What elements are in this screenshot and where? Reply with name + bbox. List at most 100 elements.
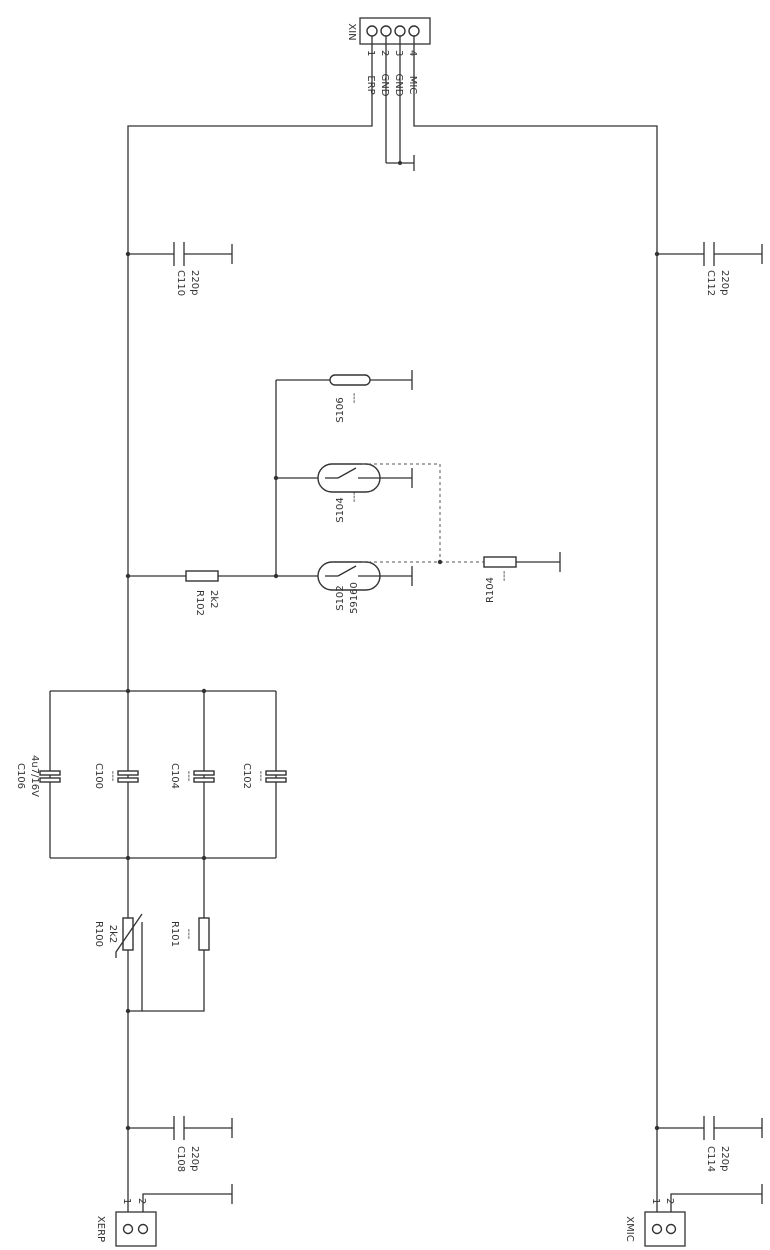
thermistor-slash	[115, 913, 143, 958]
xin-pin-3	[394, 25, 406, 37]
lead	[142, 950, 205, 1012]
xmic-ref: XMIC	[624, 1216, 635, 1241]
contact-arm	[337, 467, 357, 479]
r101-value: ---	[183, 929, 194, 940]
capacitor-c102: C102 ---	[241, 763, 287, 789]
c108-value: 220p	[189, 1146, 200, 1171]
s102-ref: S102	[335, 585, 346, 610]
xin-pin-num-1: 1	[365, 50, 376, 56]
gnd-wire	[142, 1193, 232, 1212]
xin-pin-4	[408, 25, 420, 37]
c108-ref: C108	[175, 1146, 186, 1172]
xmic-body	[644, 1211, 686, 1247]
switch-body	[329, 374, 371, 386]
c104-ref: C104	[169, 763, 180, 789]
xin-signal-3: GND	[393, 74, 404, 97]
erp-wire	[127, 36, 373, 1212]
c104-value: ---	[183, 771, 194, 782]
resistor-body	[483, 556, 517, 568]
contact-arm	[337, 565, 357, 577]
capacitor-c114: C114 220p	[657, 1116, 763, 1172]
resistor-r104: --- R104	[483, 552, 561, 603]
switch-s104: --- S104	[276, 463, 441, 562]
plate	[39, 777, 61, 783]
xin-pin-num-3: 3	[393, 50, 404, 56]
c106-ref: C106	[15, 763, 26, 789]
junction-dot	[201, 688, 207, 694]
xmic-pin-num-1: 1	[650, 1198, 661, 1204]
xin-pin-num-2: 2	[379, 50, 390, 56]
plate	[193, 770, 215, 776]
mic-wire	[413, 36, 658, 1212]
xin-wires	[127, 36, 658, 1212]
resistor-r101: R101 ---	[142, 917, 210, 1012]
mechanical-link	[362, 463, 441, 562]
xmic-pin-num-2: 2	[664, 1198, 675, 1204]
c102-value: ---	[255, 771, 266, 782]
s104-value: ---	[349, 491, 360, 502]
capacitor-bank: C106 4u7/16V C100 --- C104 --- C102 ---	[15, 688, 287, 918]
capacitor-c104: C104 ---	[169, 763, 215, 789]
c100-ref: C100	[93, 763, 104, 789]
plate	[39, 770, 61, 776]
junction-dot	[437, 559, 443, 565]
plate	[193, 777, 215, 783]
xerp-body	[115, 1211, 157, 1247]
c112-value: 220p	[719, 270, 730, 295]
xin-body	[359, 17, 431, 45]
plate	[117, 770, 139, 776]
xin-pin-2	[380, 25, 392, 37]
s106-ref: S106	[335, 397, 346, 422]
switch-s106: --- S106	[276, 370, 413, 423]
c100-value: ---	[107, 771, 118, 782]
r100-value: 2k2	[107, 925, 118, 944]
connector-xin: XIN 1 2 3 4 ERP GND GND MIC	[346, 17, 431, 97]
junction-dot	[398, 161, 402, 165]
r100-ref: R100	[93, 921, 104, 947]
resistor-body	[185, 570, 219, 582]
c102-ref: C102	[241, 763, 252, 789]
s104-ref: S104	[335, 497, 346, 522]
capacitor-c112: C112 220p	[657, 242, 763, 296]
capacitor-c106: C106 4u7/16V	[15, 755, 61, 797]
resistor-r102: R102 2k2	[128, 570, 276, 616]
r104-value: ---	[499, 570, 510, 581]
r102-ref: R102	[194, 590, 205, 616]
capacitor-c100: C100 ---	[93, 763, 139, 789]
c114-value: 220p	[719, 1146, 730, 1171]
r101-ref: R101	[169, 921, 180, 947]
capacitor-c108: C108 220p	[128, 1116, 233, 1172]
xmic-pin-1	[651, 1223, 663, 1235]
resistor-body	[198, 917, 210, 951]
xin-ref: XIN	[346, 23, 357, 40]
plate	[265, 770, 287, 776]
xmic-pin-2	[665, 1223, 677, 1235]
connector-xmic: 1 2 XMIC	[624, 1184, 763, 1247]
xerp-pin-num-1: 1	[121, 1198, 132, 1204]
xerp-pin-num-2: 2	[136, 1198, 147, 1204]
xerp-pin-1	[122, 1223, 134, 1235]
c110-ref: C110	[175, 270, 186, 296]
plate	[265, 777, 287, 783]
switch-s102: 59160 S102	[276, 559, 484, 614]
xin-signal-2: GND	[379, 74, 390, 97]
gnd-wire	[670, 1193, 762, 1212]
xin-signal-1: ERP	[365, 75, 376, 94]
xin-pin-1	[366, 25, 378, 37]
xerp-pin-2	[137, 1223, 149, 1235]
xin-pin-num-4: 4	[407, 50, 418, 56]
plate	[117, 777, 139, 783]
xin-signal-4: MIC	[407, 76, 418, 95]
s106-value: ---	[349, 392, 360, 403]
switch-rail	[273, 380, 279, 579]
xerp-ref: XERP	[95, 1216, 106, 1242]
c110-value: 220p	[189, 270, 200, 295]
resistor-r100: R100 2k2	[93, 913, 143, 1012]
s102-value: 59160	[349, 582, 360, 614]
r102-value: 2k2	[208, 590, 219, 609]
c114-ref: C114	[705, 1146, 716, 1172]
r104-ref: R104	[485, 577, 496, 603]
c106-value: 4u7/16V	[29, 755, 40, 797]
capacitor-c110: C110 220p	[128, 242, 233, 296]
